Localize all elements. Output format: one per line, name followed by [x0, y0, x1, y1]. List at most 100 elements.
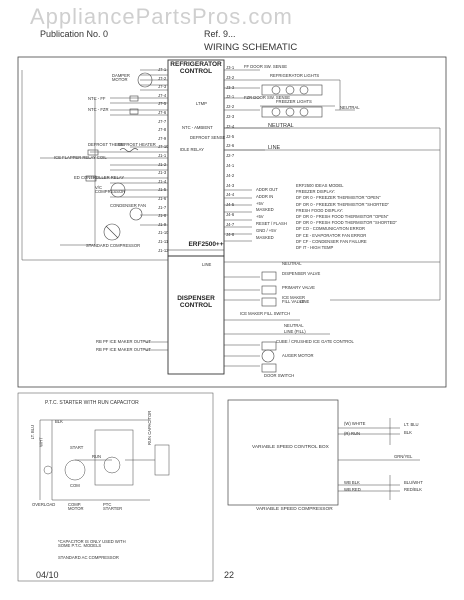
lt-blu-label: LT. BLU: [404, 422, 419, 427]
error-code-1: FREEZER DISPLAY:: [296, 189, 336, 195]
lt-blu-ptc-label: LT. BLU: [30, 424, 36, 440]
left-pin-1: J7-2: [158, 75, 167, 81]
right-pin-17: J4-8: [226, 231, 235, 237]
left-pin-12: J1-3: [158, 170, 167, 176]
right-pin-14: J4-5: [226, 202, 235, 208]
standard-compressor-label: STANDARD COMPRESSOR: [86, 243, 141, 248]
error-code-7: DF CO - COMMUNICATION ERROR: [296, 226, 366, 232]
left-pin-13: J1-4: [158, 178, 167, 184]
left-pin-5: J7-6: [158, 110, 167, 115]
damper-motor-label: DAMPER MOTOR: [112, 73, 130, 83]
sense-label-4: +5V: [256, 214, 264, 220]
run-label: (R) RUN: [344, 431, 361, 436]
ice-maker-fill-label: ICE MAKER FILL VALVE: [282, 295, 306, 305]
footer-page: 22: [224, 570, 235, 580]
door-switch-label: DOOR SWITCH: [264, 373, 295, 378]
left-pin-4: J7-5: [158, 101, 167, 107]
ice-maker-output2-label: RB PF ICE MAKER OUTPUT: [96, 347, 151, 352]
overload-label: OVERLOAD: [32, 502, 56, 507]
run-ptc-label: RUN: [92, 454, 102, 459]
right-pin-12: J4-3: [226, 182, 235, 188]
right-pin-16: J4-7: [226, 221, 235, 227]
left-pin-9: J7-10: [158, 144, 169, 150]
right-pin-4: J2-2: [226, 104, 235, 110]
right-pin-6: J2-4: [226, 123, 235, 129]
right-pin-7: J2-5: [226, 133, 235, 139]
sense-label-2: +5V: [256, 200, 264, 206]
freezer-lights-label: FREEZER LIGHTS: [276, 99, 312, 104]
left-pin-2: J7-3: [158, 84, 167, 90]
right-pin-3: J2-1: [226, 94, 235, 100]
fzr-door-label: FZR DOOR SW. SENSE: [244, 95, 291, 100]
ice-maker-fill-switch-label: ICE MAKER FILL SWITCH: [240, 311, 291, 316]
ed-controller-label: ED CONTROLLER RELAY: [74, 175, 125, 180]
defrost-therm-label: DEFROST THERM.: [88, 142, 126, 147]
ambient-label: NTC - AMBIENT: [182, 125, 213, 130]
ice-maker-output-label: RB PF ICE MAKER OUTPUT: [96, 339, 151, 344]
capacitor-note: *CAPACITOR IS ONLY USED WITH SOME P.T.C.…: [58, 539, 126, 549]
footer-date: 04/10: [36, 570, 59, 580]
wht-ptc-label: WHT: [38, 437, 44, 447]
left-pin-7: J7-8: [158, 127, 167, 133]
neutral-bus-label: NEUTRAL: [268, 123, 294, 129]
error-code-3: DF OR 0 - FREEZER THERMISTOR "SHORTED": [296, 201, 390, 207]
error-code-9: DF CF - CONDENSER FAN FAILURE: [296, 238, 367, 244]
left-pin-19: J1-10: [158, 230, 169, 236]
left-pin-3: J7-4: [158, 92, 167, 98]
primary-valve-label: PRIMARY VALVE: [282, 285, 315, 290]
sense-label-5: RESET / FLASH: [256, 221, 287, 226]
right-pin-11: J4-2: [226, 172, 235, 178]
right-pin-10: J4-1: [226, 163, 235, 168]
right-pin-8: J2-6: [226, 143, 235, 149]
reference-label: Ref. 9...: [204, 29, 236, 39]
refrigerator-lights-label: REFRIGERATOR LIGHTS: [270, 73, 320, 78]
blk-label: BLK: [404, 430, 412, 435]
line-dispenser-label: LINE: [202, 262, 212, 267]
error-code-2: DF OR 0 - FREEZER THERMISTOR "OPEN": [296, 195, 381, 201]
ff-door-label: FF DOOR SW. SENSE: [244, 64, 288, 69]
right-pin-15: J4-6: [226, 212, 235, 217]
blk-ptc-label: BLK: [55, 419, 63, 424]
standard-ac-label: STANDARD AC COMPRESSOR: [58, 555, 119, 560]
ntc-fzr-label: NTC - FZR: [88, 107, 109, 112]
left-pin-16: J1-7: [158, 204, 167, 210]
error-code-10: DF IT - HIGH TEMP: [296, 245, 334, 250]
left-pin-20: J1-11: [158, 239, 169, 244]
cube-crushed-label: CUBE / CRUSHED ICE GATE CONTROL: [276, 339, 354, 344]
sense-label-0: ADDR OUT: [256, 187, 278, 192]
right-pin-1: J3-2: [226, 74, 235, 80]
white-label: (W) WHITE: [344, 421, 366, 426]
left-pin-18: J1-9: [158, 221, 167, 227]
ltmp-label: LTMP: [196, 101, 207, 106]
red-blk-label: RED/BLK: [404, 487, 422, 492]
page-title: WIRING SCHEMATIC: [204, 42, 298, 53]
left-pin-21: J1-12: [158, 247, 169, 253]
error-code-6: DF OR 0 - FRESH FOOD THERMISTOR "SHORTED…: [296, 220, 397, 226]
publication-label: Publication No. 0: [40, 29, 109, 39]
error-code-0: ERF2500 IDEAS MODEL: [296, 183, 344, 188]
ntc-ff-label: NTC - FF: [88, 96, 106, 101]
grn-yel-label: GRN/YEL: [394, 454, 413, 459]
right-pin-9: J2-7: [226, 153, 235, 159]
right-pin-2: J3-3: [226, 84, 235, 90]
sense-label-1: ADDR IN: [256, 193, 274, 199]
left-pin-11: J1-2: [158, 161, 167, 167]
sense-label-6: GND / +5V: [256, 227, 277, 233]
right-pin-13: J4-4: [226, 192, 235, 198]
left-pin-17: J1-8: [158, 213, 167, 219]
neutral-3-label: NEUTRAL: [284, 323, 304, 328]
vs-compressor-label: VARIABLE SPEED COMPRESSOR: [256, 507, 333, 512]
defrost-heater-label: DEFROST HEATER: [118, 142, 156, 147]
sense-label-7: MASKED: [256, 234, 274, 240]
blu-wht-label: BLU/WHT: [404, 480, 423, 485]
left-pin-0: J7-1: [158, 67, 167, 72]
line-switch-label: LINE: [300, 299, 310, 304]
line-bus-label: LINE: [268, 145, 281, 151]
idle-relay-label: IDLE RELAY: [180, 147, 204, 152]
right-pin-5: J2-3: [226, 114, 235, 119]
right-pin-0: J3-1: [226, 65, 235, 70]
ice-flapper-label: ICE FLAPPER RELAY COIL: [54, 155, 107, 160]
wb-red-label: WB RED: [344, 487, 361, 492]
comp-motor-label: COMP. MOTOR: [68, 502, 84, 512]
